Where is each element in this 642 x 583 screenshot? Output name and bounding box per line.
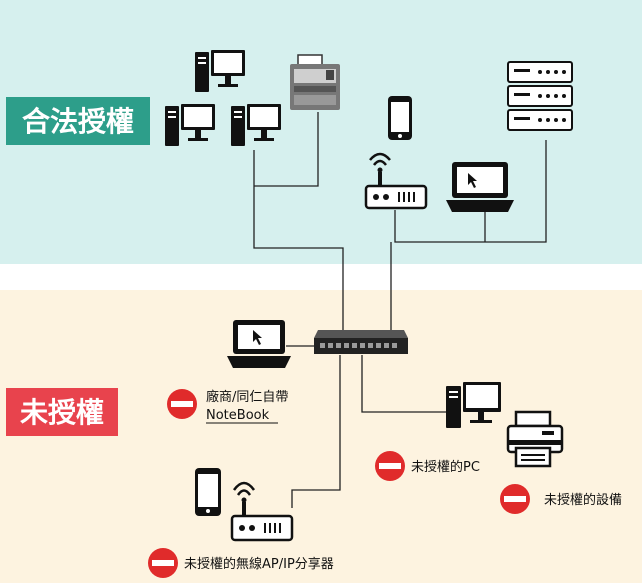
block-icon — [500, 484, 530, 514]
printer-icon — [506, 410, 564, 468]
smartphone-icon — [195, 468, 221, 516]
authorized-badge: 合法授權 — [6, 97, 150, 145]
unauthorized-label: 未授權 — [20, 396, 104, 429]
smartphone-icon — [388, 96, 412, 140]
block-icon — [148, 548, 178, 578]
desktop-pc-icon — [165, 104, 215, 146]
unauthorized-badge: 未授權 — [6, 388, 118, 436]
network-switch-icon — [314, 330, 408, 354]
laptop-icon — [446, 162, 514, 212]
laptop-icon — [227, 320, 291, 368]
block-icon — [167, 389, 197, 419]
block-icon — [375, 451, 405, 481]
unauth-device-label: 未授權的設備 — [544, 492, 622, 508]
vendor-notebook-label-line1: 廠商/同仁自帶 — [206, 389, 288, 405]
wifi-router-icon — [230, 481, 294, 542]
desktop-pc-icon — [195, 50, 245, 92]
zone-gap — [0, 264, 642, 290]
desktop-pc-icon — [446, 382, 501, 428]
authorized-label: 合法授權 — [22, 105, 134, 138]
desktop-pc-icon — [231, 104, 281, 146]
connection-lines — [253, 112, 547, 508]
unauth-ap-label: 未授權的無線AP/IP分享器 — [184, 556, 334, 572]
wifi-router-icon — [364, 152, 428, 210]
vendor-notebook-label-line2: NoteBook — [206, 408, 270, 423]
printer-icon — [290, 54, 340, 110]
unauth-pc-label: 未授權的PC — [411, 459, 480, 475]
server-rack-icon — [507, 61, 573, 131]
